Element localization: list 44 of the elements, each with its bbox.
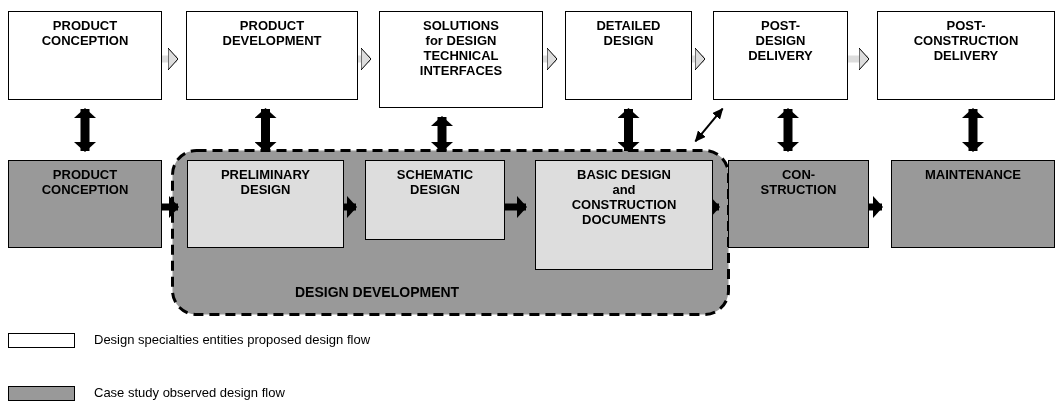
process-box bbox=[565, 11, 692, 100]
block-arrow bbox=[358, 47, 372, 71]
box-label: POST-CONSTRUCTION DELIVERY bbox=[912, 18, 1020, 63]
box-label: PRODUCT CONCEPTION bbox=[40, 18, 130, 48]
box-label: PRODUCT CONCEPTION bbox=[40, 167, 130, 197]
process-box bbox=[187, 160, 344, 248]
box-label: SOLUTIONS for DESIGN TECHNICAL INTERFACES bbox=[418, 18, 504, 78]
block-arrow bbox=[162, 196, 179, 218]
group-label: DESIGN DEVELOPMENT bbox=[295, 285, 460, 300]
block-arrow bbox=[74, 108, 96, 152]
process-box bbox=[8, 160, 162, 248]
block-arrow bbox=[254, 108, 277, 152]
dashed-group-region bbox=[171, 149, 730, 316]
legend-label: Design specialties entities proposed design flow bbox=[94, 332, 371, 347]
box-label: POST-DESIGN DELIVERY bbox=[747, 18, 814, 63]
box-label: MAINTENANCE bbox=[923, 167, 1023, 182]
process-box bbox=[877, 11, 1055, 100]
block-arrow bbox=[962, 108, 984, 152]
block-arrow bbox=[848, 47, 870, 71]
legend-label: Case study observed design flow bbox=[94, 385, 285, 400]
block-arrow bbox=[162, 47, 179, 71]
block-arrow bbox=[777, 108, 799, 152]
block-arrow bbox=[692, 47, 706, 71]
box-label: SCHEMATIC DESIGN bbox=[395, 167, 475, 197]
process-box bbox=[535, 160, 713, 270]
process-box bbox=[891, 160, 1055, 248]
process-box bbox=[186, 11, 358, 100]
box-label: DETAILED DESIGN bbox=[595, 18, 662, 48]
process-box bbox=[728, 160, 869, 248]
process-box bbox=[379, 11, 543, 108]
block-arrow bbox=[505, 196, 527, 218]
arrow bbox=[694, 107, 724, 143]
box-label: BASIC DESIGN and CONSTRUCTION DOCUMENTS bbox=[570, 167, 678, 227]
box-label: PRELIMINARY DESIGN bbox=[219, 167, 312, 197]
process-box bbox=[365, 160, 505, 240]
box-label: PRODUCT DEVELOPMENT bbox=[222, 18, 322, 48]
block-arrow bbox=[869, 196, 883, 218]
block-arrow bbox=[344, 196, 357, 218]
block-arrow bbox=[543, 47, 558, 71]
box-label: CON- STRUCTION bbox=[759, 167, 838, 197]
process-box bbox=[713, 11, 848, 100]
block-arrow bbox=[617, 108, 640, 152]
process-box bbox=[8, 11, 162, 100]
block-arrow bbox=[431, 116, 453, 152]
